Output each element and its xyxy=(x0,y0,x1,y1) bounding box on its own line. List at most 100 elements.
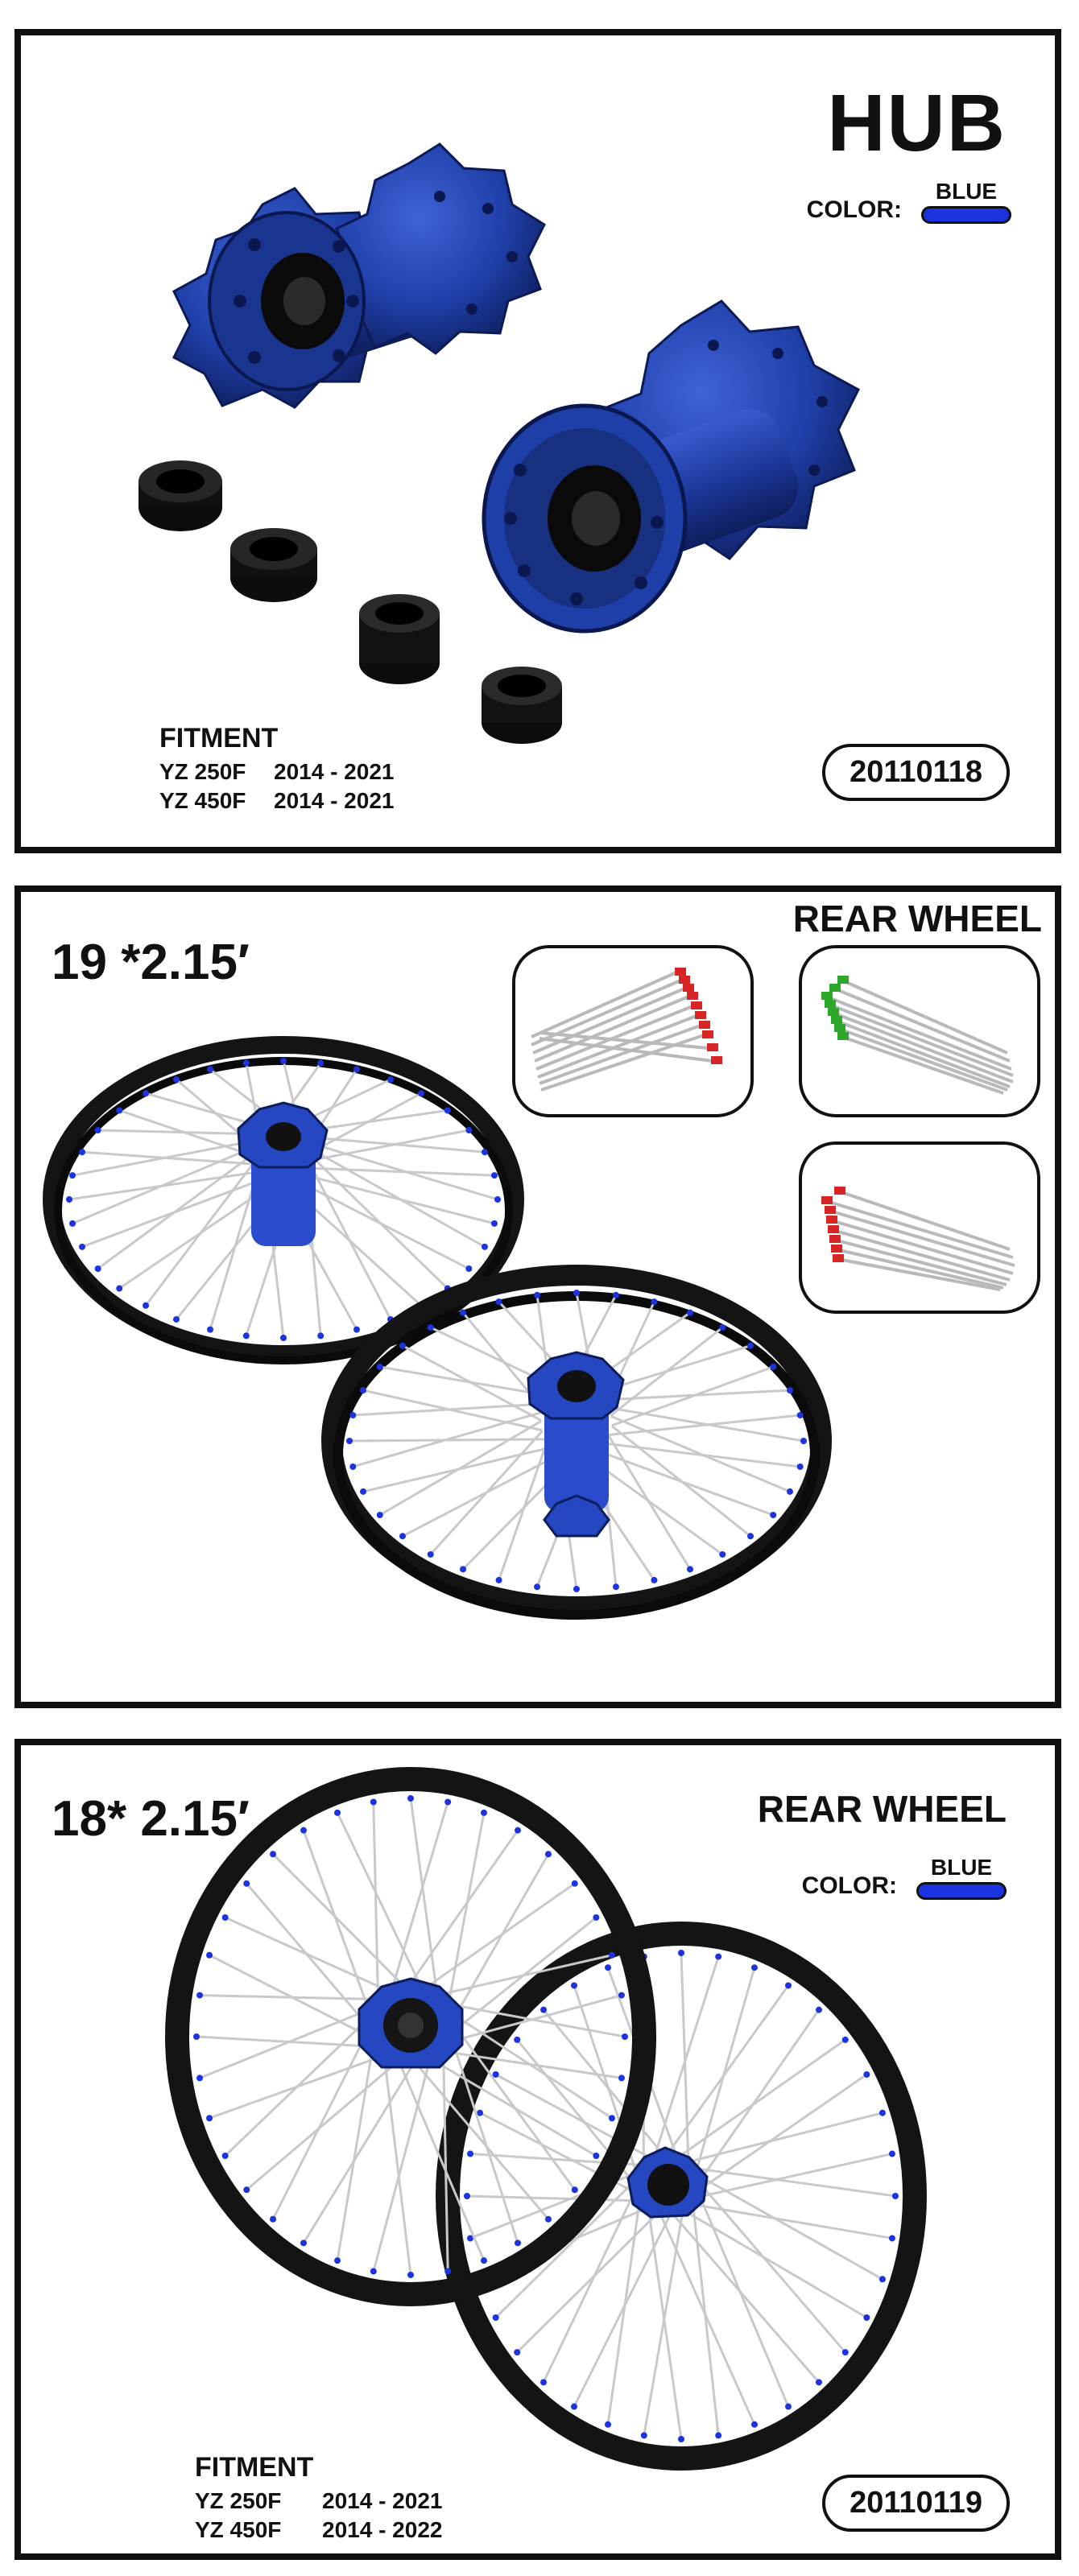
spoke-nipple xyxy=(480,2257,487,2264)
color-swatch: BLUE xyxy=(921,179,1011,224)
spoke xyxy=(81,1177,266,1249)
spoke-nipple xyxy=(243,1880,250,1887)
color-name: BLUE xyxy=(930,1855,993,1880)
spoke-nipple xyxy=(444,2268,452,2275)
spoke-nipple xyxy=(492,2071,499,2078)
spoke-nipple xyxy=(800,1438,807,1444)
spoke xyxy=(703,2073,868,2188)
spoke xyxy=(246,2060,399,2191)
spoke-nipple xyxy=(221,1914,229,1921)
spoke-nipple xyxy=(94,1265,101,1272)
spoke-nipple xyxy=(376,1512,383,1518)
fitment-title: FITMENT xyxy=(195,2452,314,2483)
spoke xyxy=(494,2182,635,2319)
spoke-nipple xyxy=(481,1149,488,1156)
front-hub-image xyxy=(172,142,546,409)
spoke-nipple xyxy=(270,1851,277,1858)
spoke-nipple xyxy=(747,1342,754,1349)
spoke-nipple xyxy=(193,2033,200,2040)
spoke xyxy=(683,2209,868,2319)
spoke xyxy=(444,2050,622,2079)
spoke-nipple xyxy=(492,2314,499,2321)
spoke-nipple xyxy=(143,1302,150,1309)
spoke-nipple xyxy=(353,1326,360,1333)
spoke-nipple xyxy=(360,1488,367,1495)
rear-wheel-label: REAR WHEEL xyxy=(757,1788,1007,1830)
spoke-nipple xyxy=(173,1076,180,1084)
spoke-nipple xyxy=(687,1309,693,1316)
spoke xyxy=(422,1882,576,1991)
spoke-nipple xyxy=(300,2240,307,2247)
spoke xyxy=(336,2046,374,2261)
hub-panel: HUB COLOR: BLUE FITMENT YZ 250F 2014 - 2… xyxy=(14,29,1061,853)
spoke-nipple xyxy=(785,2403,792,2410)
wheels18-product-photo xyxy=(165,1767,927,2471)
spoke-nipple xyxy=(370,2268,377,2275)
hub-color-row: COLOR: BLUE xyxy=(807,179,1011,224)
spoke-nipple xyxy=(540,2379,548,2386)
blue-swatch-bar xyxy=(916,1882,1007,1900)
spoke-nipple xyxy=(892,2193,899,2199)
spoke-nipple xyxy=(465,1127,473,1133)
spoke-nipple xyxy=(618,2074,625,2082)
spoke xyxy=(118,1109,252,1157)
spoke-nipple xyxy=(612,1291,619,1298)
wheel18-part-number: 20110119 xyxy=(822,2475,1010,2532)
spoke-nipple xyxy=(206,1951,213,1959)
fitment-title: FITMENT xyxy=(159,723,279,753)
spoke xyxy=(453,1994,622,2042)
spoke xyxy=(349,1438,548,1443)
spoke-nipple xyxy=(841,2349,849,2356)
spoke-nipple xyxy=(750,2421,758,2428)
spoke-nipple xyxy=(280,1058,287,1064)
spoke-bundle-green-image xyxy=(821,976,1014,1095)
spoke-nipple xyxy=(196,1992,204,1999)
spoke-nipple xyxy=(495,1298,502,1306)
wheel-18-right-image xyxy=(436,1922,927,2471)
spoke-nipple xyxy=(878,2109,886,2116)
spoke-nipple xyxy=(317,1059,325,1067)
wheel-19-lower-image xyxy=(321,1265,832,1620)
spoke xyxy=(402,1344,542,1422)
spoke-sample-green xyxy=(799,945,1040,1117)
spoke xyxy=(608,1414,800,1437)
spoke-nipple xyxy=(770,1364,777,1370)
spoke xyxy=(702,2186,846,2354)
spoke xyxy=(196,2035,373,2048)
spoke-nipple xyxy=(444,1107,451,1114)
spoke xyxy=(456,2028,576,2191)
spoke-nipple xyxy=(605,1964,612,1971)
wheel18-panel: 18* 2.15′ REAR WHEEL COLOR: BLUE FITMENT… xyxy=(14,1739,1061,2560)
spoke-nipple xyxy=(334,1809,341,1816)
spoke-nipple xyxy=(515,1827,521,1834)
spoke xyxy=(610,1425,751,1538)
spoke xyxy=(209,2054,384,2120)
spoke xyxy=(362,1389,543,1432)
spoke-nipple xyxy=(593,2153,600,2159)
spoke-sample-red xyxy=(512,945,754,1117)
spoke-nipple xyxy=(593,1914,600,1921)
spoke-nipple xyxy=(515,2240,521,2247)
hub-part-number: 20110118 xyxy=(822,744,1010,801)
spoke-nipple xyxy=(608,2115,615,2122)
spoke-nipple xyxy=(534,1583,541,1591)
spoke-nipple xyxy=(221,2153,229,2159)
spoke xyxy=(209,1954,366,2036)
spoke-nipple xyxy=(750,1964,758,1971)
spoke-nipple xyxy=(477,2109,484,2116)
wheel-19-upper-image xyxy=(43,1036,524,1364)
spoke xyxy=(699,2196,790,2408)
spoke-nipple xyxy=(888,2150,895,2157)
spoke-nipple xyxy=(719,1324,726,1331)
spoke-nipple xyxy=(207,1066,214,1073)
spoke-nipple xyxy=(651,1576,658,1583)
spoke-nipple xyxy=(173,1315,180,1323)
spoke-nipple xyxy=(747,1533,754,1540)
wheel-size-label: 18* 2.15′ xyxy=(52,1791,250,1847)
spoke-nipple xyxy=(678,1950,684,1956)
spoke-nipple xyxy=(79,1149,86,1156)
spoke-nipple xyxy=(427,1324,434,1331)
spoke-nipple xyxy=(640,2432,647,2439)
spoke-nipple xyxy=(573,1290,580,1296)
spoke xyxy=(498,1439,549,1581)
